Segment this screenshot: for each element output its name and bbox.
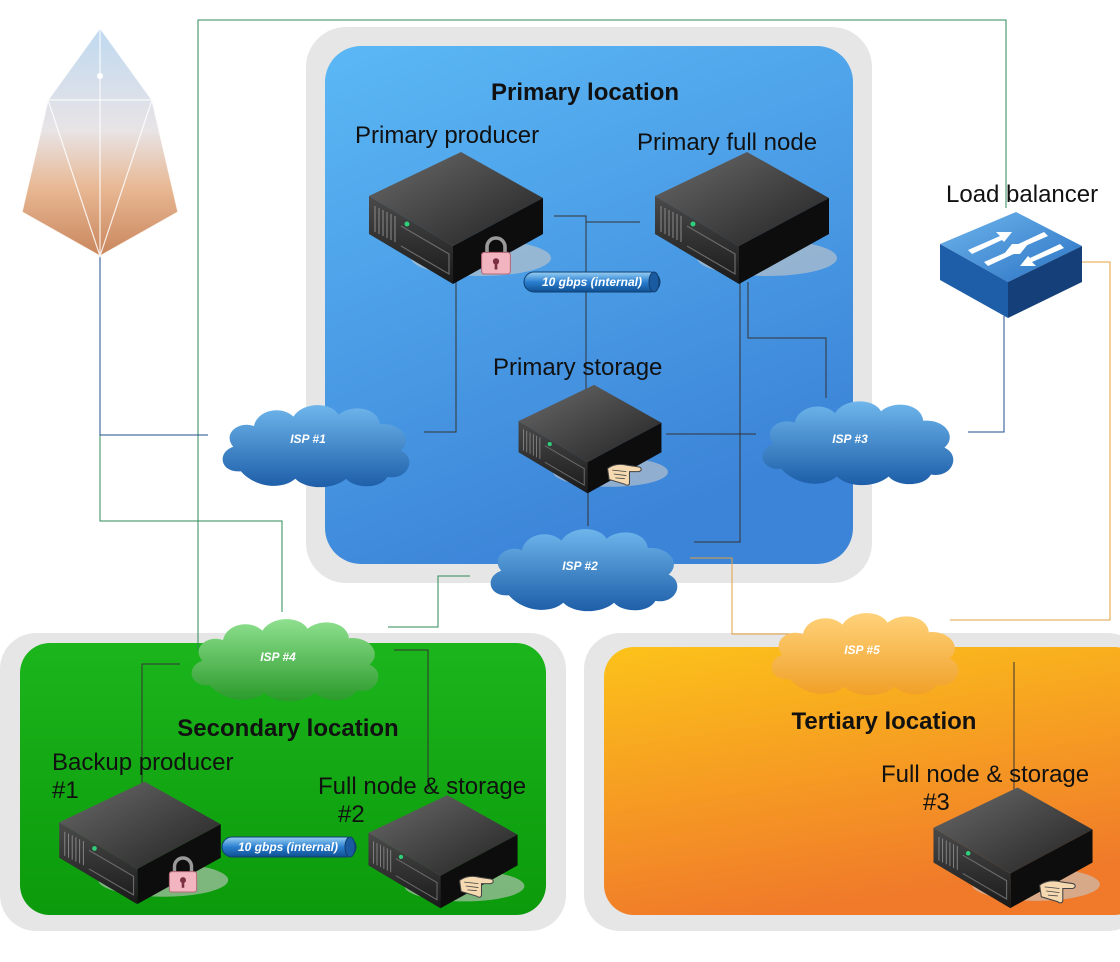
isp3-label: ISP #3: [832, 432, 868, 446]
eos-logo: [21, 27, 179, 258]
full-node-storage-3-label-line2: #3: [923, 789, 950, 816]
link-green-isp2-isp4: [388, 575, 470, 628]
full-node-storage-2-label-line2: #2: [338, 801, 365, 828]
internal-link-primary-label: 10 gbps (internal): [542, 275, 642, 289]
secondary-location-title: Secondary location: [177, 715, 398, 742]
isp2-cloud: ISP #2: [490, 529, 678, 612]
isp4-cloud: ISP #4: [191, 619, 379, 702]
isp3-cloud: ISP #3: [762, 401, 954, 486]
load-balancer-label: Load balancer: [946, 181, 1098, 208]
tertiary-location-title: Tertiary location: [792, 708, 977, 735]
link-blue-eos-isp1: [99, 256, 208, 436]
link-blue-isp3-lb: [968, 316, 1005, 433]
isp4-label: ISP #4: [260, 650, 296, 664]
full-node-storage-3-label-line1: Full node & storage: [881, 761, 1089, 788]
isp5-cloud: ISP #5: [771, 613, 959, 696]
link-producer-fullnode: [554, 215, 640, 223]
primary-location-panel: [306, 27, 872, 583]
isp1-cloud: ISP #1: [222, 405, 410, 488]
link-fullnode-isp3: [747, 282, 827, 398]
isp1-label: ISP #1: [290, 432, 326, 446]
isp2-label: ISP #2: [562, 559, 598, 573]
link-green-top: [197, 19, 1007, 650]
full-node-storage-2-label-line1: Full node & storage: [318, 773, 526, 800]
link-isp4-fullnode2: [394, 649, 429, 790]
link-producer-isp1: [424, 282, 457, 433]
primary-location-title: Primary location: [491, 79, 679, 106]
link-orange-isp2-isp5: [690, 557, 790, 635]
isp5-label: ISP #5: [844, 643, 880, 657]
primary-full-node-label: Primary full node: [637, 129, 817, 156]
primary-producer-label: Primary producer: [355, 122, 539, 149]
load-balancer-switch: [940, 212, 1082, 318]
connection-lines: [99, 19, 1111, 790]
internal-link-secondary-label: 10 gbps (internal): [238, 840, 338, 854]
link-isp4-backup: [141, 663, 180, 790]
primary-storage-label: Primary storage: [493, 354, 662, 381]
internal-link-primary: 10 gbps (internal): [523, 271, 661, 293]
internal-link-secondary: 10 gbps (internal): [221, 836, 357, 858]
link-fullnode-isp2: [694, 282, 741, 543]
backup-producer-label-line1: Backup producer: [52, 749, 233, 776]
link-orange-lb-isp5: [950, 261, 1111, 621]
backup-producer-label-line2: #1: [52, 777, 79, 804]
